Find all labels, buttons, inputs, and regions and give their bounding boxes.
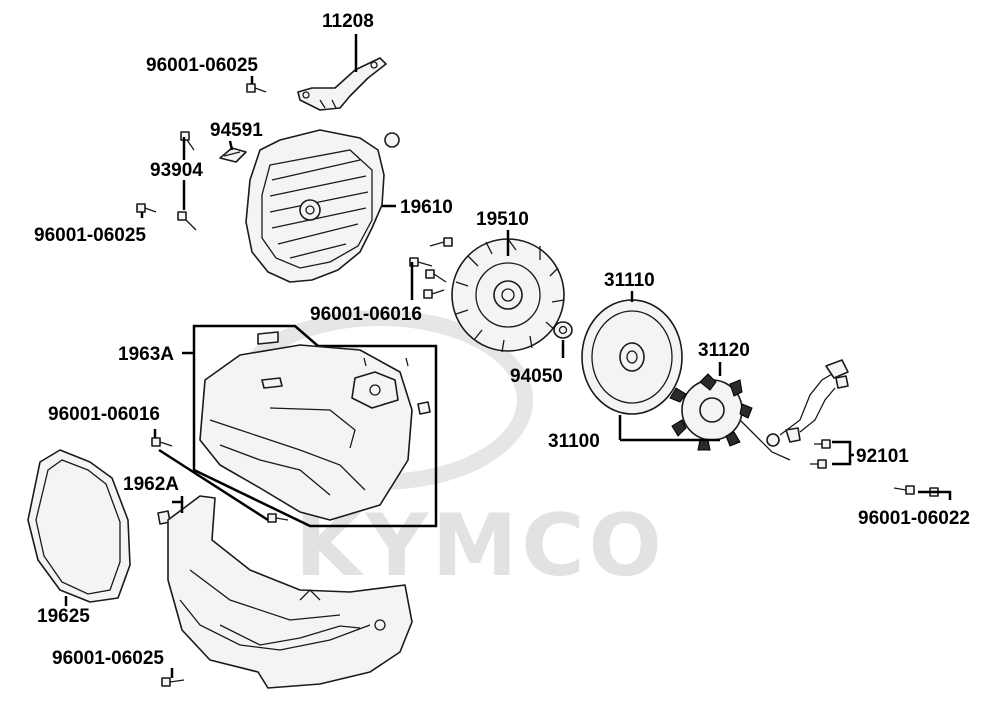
label-31100: 31100 (548, 431, 600, 452)
label-96001-06025-left: 96001-06025 (34, 225, 146, 246)
bolt-96001-06016-left (151, 437, 289, 523)
label-92101: 92101 (856, 446, 909, 467)
part-gasket-19625 (27, 449, 131, 603)
screws-92101 (810, 439, 831, 469)
part-fan-cover-19610 (245, 129, 400, 283)
label-31120: 31120 (698, 340, 750, 361)
label-93904: 93904 (150, 160, 203, 181)
label-19510: 19510 (476, 209, 529, 230)
part-clip-94591 (219, 147, 247, 163)
label-96001-06025-top: 96001-06025 (146, 55, 258, 76)
part-labels: 11208 96001-06025 94591 93904 96001-0602… (34, 11, 970, 669)
part-stator-31120 (669, 359, 849, 461)
bolts-96001-06022 (893, 485, 939, 497)
leader-lines (64, 34, 952, 678)
label-96001-06022: 96001-06022 (858, 508, 970, 529)
part-nut-94050 (553, 321, 573, 339)
label-1962A: 1962A (123, 474, 179, 495)
label-94591: 94591 (210, 120, 263, 141)
label-11208: 11208 (322, 11, 374, 32)
screws-93904 (177, 131, 197, 231)
part-bracket-11208 (297, 57, 387, 111)
bolt-96001-06025-bottom (161, 677, 185, 687)
bolt-96001-06025-left (136, 203, 157, 213)
inset-box-1963A (192, 324, 438, 528)
part-lower-shroud (167, 495, 413, 689)
label-31110: 31110 (604, 270, 655, 291)
part-flywheel-31110 (581, 299, 683, 415)
label-96001-06016-mid: 96001-06016 (310, 304, 422, 325)
label-96001-06016-left: 96001-06016 (48, 404, 160, 425)
bolts-96001-06016-mid (409, 237, 453, 299)
label-1963A: 1963A (118, 344, 174, 365)
label-19610: 19610 (400, 197, 453, 218)
label-96001-06025-bottom: 96001-06025 (52, 648, 164, 669)
label-94050: 94050 (510, 366, 563, 387)
label-19625: 19625 (37, 606, 90, 627)
bolt-96001-06025-top (246, 83, 267, 93)
